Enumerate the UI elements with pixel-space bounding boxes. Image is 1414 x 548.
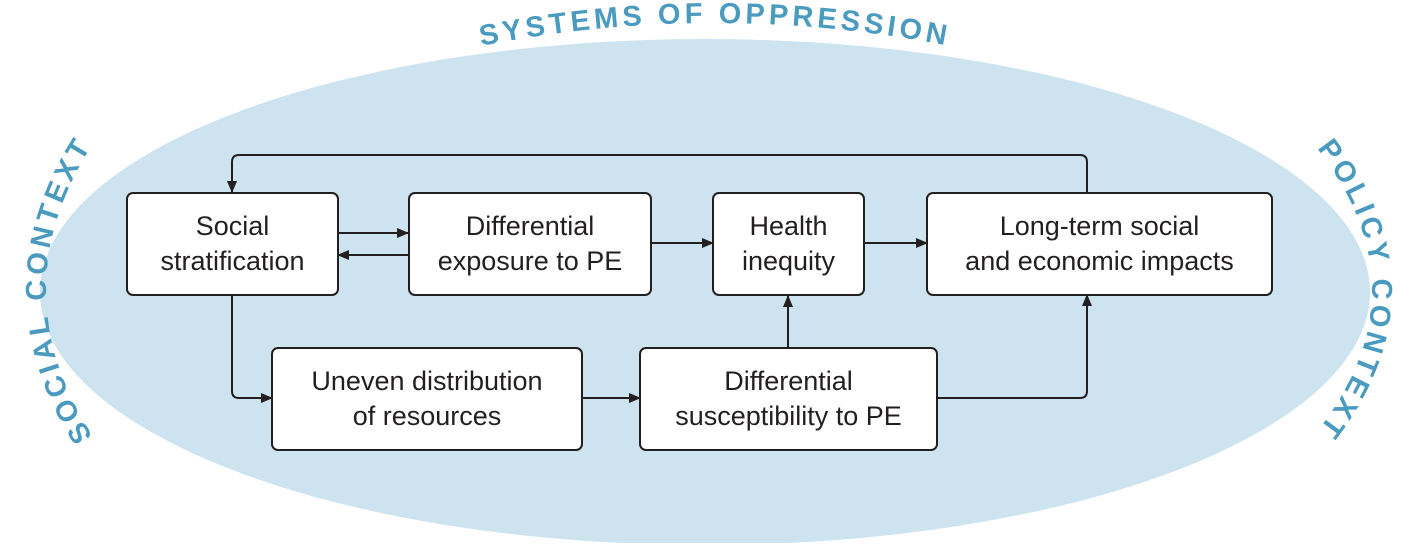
node-social-stratification-line-2: stratification [160,246,305,276]
node-health-inequity: Health inequity [712,192,865,296]
node-differential-susceptibility-line-2: susceptibility to PE [675,401,902,431]
node-uneven-distribution-line-1: Uneven distribution [311,366,543,396]
node-uneven-distribution: Uneven distribution of resources [271,347,583,451]
node-long-term-impacts-line-2: and economic impacts [965,246,1234,276]
node-social-stratification: Social stratification [126,192,339,296]
node-differential-exposure-line-1: Differential [465,211,595,241]
edge-stratification-to-uneven-distribution [231,296,273,403]
node-long-term-impacts-line-1: Long-term social [999,211,1200,241]
edge-susceptibility-to-impacts [937,294,1092,399]
edge-impacts-feedback-to-stratification [227,154,1088,193]
node-uneven-distribution-line-2: of resources [352,401,502,431]
node-differential-exposure: Differential exposure to PE [408,192,652,296]
node-differential-susceptibility: Differential susceptibility to PE [639,347,938,451]
node-long-term-impacts: Long-term social and economic impacts [926,192,1273,296]
node-differential-susceptibility-line-1: Differential [724,366,853,396]
node-differential-exposure-line-2: exposure to PE [437,246,623,276]
node-social-stratification-line-1: Social [195,211,270,241]
node-health-inequity-line-2: inequity [741,246,836,276]
node-health-inequity-line-1: Health [749,211,828,241]
